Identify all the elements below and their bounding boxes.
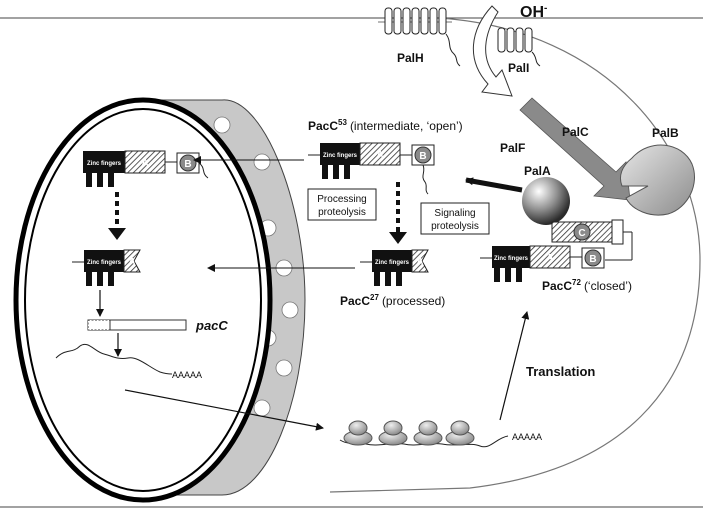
palb-label: PalB — [652, 126, 679, 140]
svg-text:A: A — [376, 150, 383, 161]
pacc53-protein: Zinc fingers A B — [308, 142, 435, 195]
export-arrow — [124, 389, 324, 431]
processing-arrowhead — [389, 232, 407, 244]
svg-text:B: B — [419, 151, 426, 162]
nuclear-polya: AAAAA — [172, 370, 202, 380]
processing-proteolysis-box: Processing proteolysis — [307, 188, 377, 221]
svg-text:A: A — [128, 257, 135, 268]
palb-shape — [619, 144, 696, 216]
svg-text:Zinc fingers: Zinc fingers — [87, 161, 122, 167]
pala-sphere — [522, 177, 570, 225]
nuclear-arrowhead — [108, 228, 126, 240]
signaling-arrow — [465, 177, 523, 193]
pacc27-label: PacC27(processed) — [340, 293, 445, 308]
nuclear-pacc27-protein: Zinc fingers A — [72, 249, 141, 286]
cytoplasmic-polya: AAAAA — [512, 432, 542, 442]
ribosomes — [339, 420, 509, 448]
pacc27-protein: Zinc fingers A — [360, 249, 429, 286]
palh-label: PalH — [397, 51, 424, 65]
hydroxide-curved-arrow — [473, 5, 513, 97]
svg-text:Processing: Processing — [317, 194, 366, 205]
nucleus — [13, 97, 306, 503]
pacc-gene — [87, 319, 187, 331]
svg-text:Zinc fingers: Zinc fingers — [494, 256, 529, 262]
svg-text:Zinc fingers: Zinc fingers — [323, 153, 358, 159]
pali-protein — [497, 27, 541, 67]
pacc53-label: PacC53(intermediate, ‘open’) — [308, 118, 463, 133]
translation-arrow — [499, 311, 530, 421]
plasma-membrane — [0, 17, 703, 508]
svg-text:B: B — [184, 159, 191, 170]
svg-text:A: A — [141, 158, 148, 169]
palc-label: PalC — [562, 125, 589, 139]
svg-text:Zinc fingers: Zinc fingers — [375, 260, 410, 266]
svg-text:proteolysis: proteolysis — [318, 207, 366, 218]
svg-text:C: C — [578, 228, 585, 239]
svg-text:A: A — [546, 253, 553, 264]
pali-label: PalI — [508, 61, 529, 75]
svg-text:Zinc fingers: Zinc fingers — [87, 260, 122, 266]
signaling-proteolysis-box: Signaling proteolysis — [420, 202, 490, 235]
palh-receptor — [378, 7, 461, 67]
pacc-gene-label: pacC — [195, 318, 228, 333]
palf-label: PalF — [500, 141, 525, 155]
pacc72-protein: C Zinc fingers A B — [480, 219, 633, 282]
translation-label: Translation — [526, 364, 595, 379]
svg-text:proteolysis: proteolysis — [431, 221, 479, 232]
pacc72-label: PacC72(‘closed’) — [542, 278, 632, 293]
svg-text:A: A — [416, 257, 423, 268]
pala-label: PalA — [524, 164, 551, 178]
svg-text:Signaling: Signaling — [434, 208, 475, 219]
hydroxide-label: OH- — [520, 3, 547, 21]
svg-text:B: B — [589, 254, 596, 265]
nuclear-mrna — [55, 343, 173, 375]
